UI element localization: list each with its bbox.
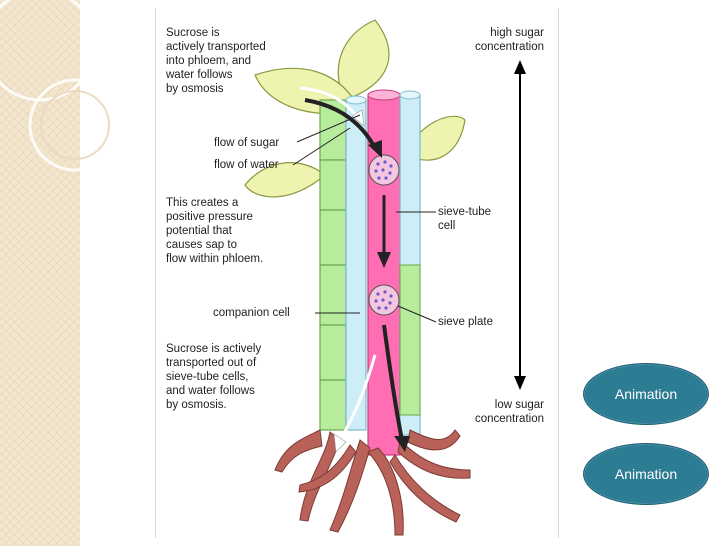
leader-flow-sugar [296, 114, 361, 143]
label-sieve-tube-cell: sieve-tube cell [438, 206, 492, 232]
animation-button-2[interactable]: Animation [583, 443, 709, 505]
decorative-circles [0, 0, 122, 172]
companion-right [399, 264, 421, 416]
xylem-left [345, 99, 367, 431]
label-flow-of-sugar: flow of sugar [214, 137, 280, 149]
leaf-left-lower [244, 162, 326, 198]
flow-down-water-arrow [333, 354, 377, 453]
flow-sugar-arrow [304, 98, 382, 158]
flow-down-arrow-2 [382, 324, 410, 452]
decorative-side-strip [0, 0, 80, 546]
leader-sieve-plate [397, 305, 437, 323]
label-flow-of-water: flow of water [214, 159, 279, 171]
leaf-top [337, 19, 390, 101]
flow-down-arrow-1 [377, 195, 391, 268]
roots [274, 429, 471, 536]
animation-button-1[interactable]: Animation [583, 363, 709, 425]
concentration-gradient-arrow [514, 60, 526, 390]
leader-flow-water [292, 127, 351, 166]
sieve-plate-lower [368, 284, 400, 316]
companion-cells [319, 99, 347, 431]
label-sieve-plate: sieve plate [438, 316, 493, 328]
label-sucrose-into-phloem: Sucrose is actively transported into phl… [166, 27, 266, 95]
sieve-plate-upper [368, 154, 400, 186]
label-sucrose-out-of-sieve: Sucrose is actively transported out of s… [166, 343, 262, 411]
label-high-sugar: high sugar concentration [474, 27, 544, 53]
label-low-sugar: low sugar concentration [474, 399, 544, 425]
label-companion-cell: companion cell [213, 307, 290, 319]
label-positive-pressure: This creates a positive pressure potenti… [166, 197, 264, 265]
flow-water-arrow [299, 86, 365, 127]
